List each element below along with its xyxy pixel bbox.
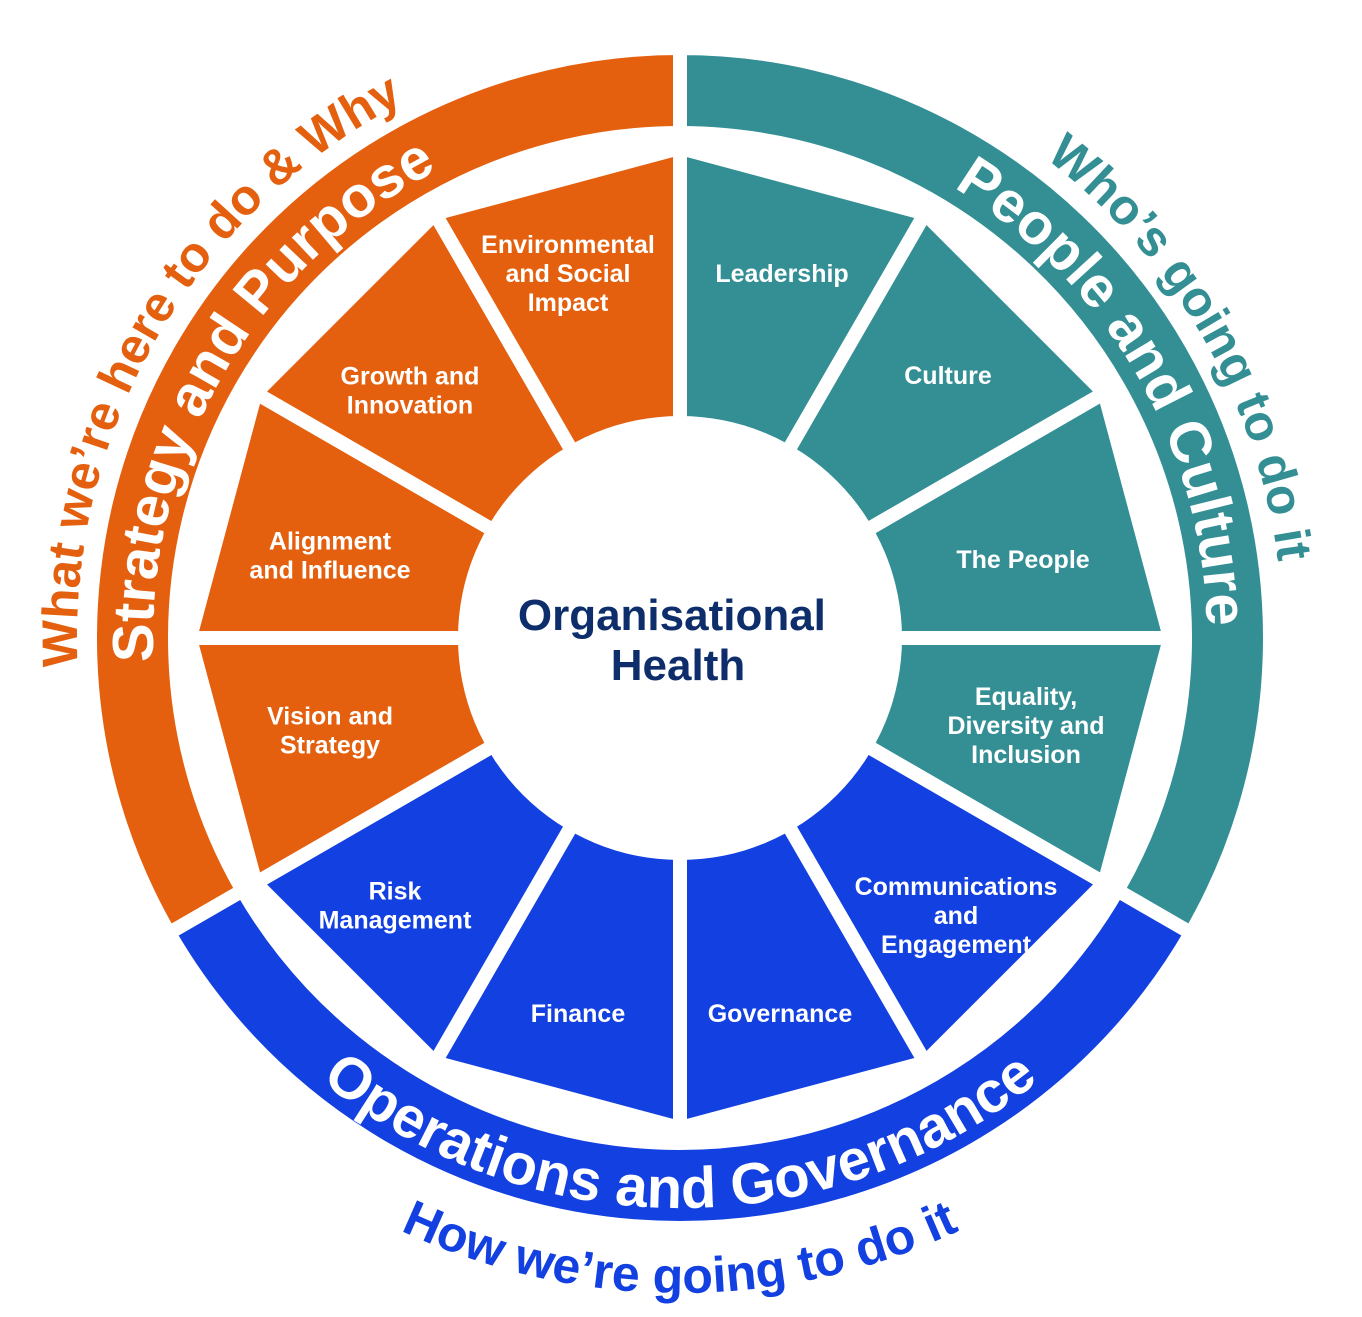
center-circle <box>458 416 902 860</box>
segment-label: The People <box>956 546 1089 574</box>
segment-label-line: Environmental <box>481 231 655 259</box>
segment-label-line: Alignment <box>269 528 392 556</box>
segment-label-line: Engagement <box>881 931 1032 959</box>
segment-label: Finance <box>531 1000 626 1028</box>
band-strategy <box>83 40 687 943</box>
segment-label-line: Strategy <box>280 732 380 760</box>
segment-label-line: Communications <box>855 873 1058 901</box>
band-people <box>673 40 1277 943</box>
segment-label-line: Impact <box>528 289 609 317</box>
segment-label-line: Leadership <box>715 260 848 288</box>
center-title: Organisational Health <box>518 591 838 690</box>
segment-label-line: Inclusion <box>971 741 1081 769</box>
segment-label-line: Diversity and <box>947 712 1104 740</box>
segment-label-line: Innovation <box>347 392 473 420</box>
segment-label-line: and Social <box>505 260 630 288</box>
segment-label-line: and <box>934 902 978 930</box>
band-operations <box>159 880 1201 1235</box>
outer-bands <box>83 40 1277 1235</box>
segment-label-line: Growth and <box>341 363 480 391</box>
segment-label: Leadership <box>715 260 848 288</box>
segment-label: Governance <box>708 1000 853 1028</box>
segment-label-line: Governance <box>708 1000 853 1028</box>
segment-label-line: Risk <box>369 878 422 906</box>
segment-label-line: The People <box>956 546 1089 574</box>
segment-label: Culture <box>904 362 992 390</box>
segment-label-line: and Influence <box>249 557 410 585</box>
segment-label-line: Vision and <box>267 703 393 731</box>
segment-label-line: Equality, <box>975 683 1077 711</box>
segment-label-line: Management <box>319 907 472 935</box>
center-title-line: Organisational <box>518 591 826 640</box>
segment-label-line: Finance <box>531 1000 626 1028</box>
center-title-line: Health <box>611 641 745 690</box>
segment-label-line: Culture <box>904 362 992 390</box>
